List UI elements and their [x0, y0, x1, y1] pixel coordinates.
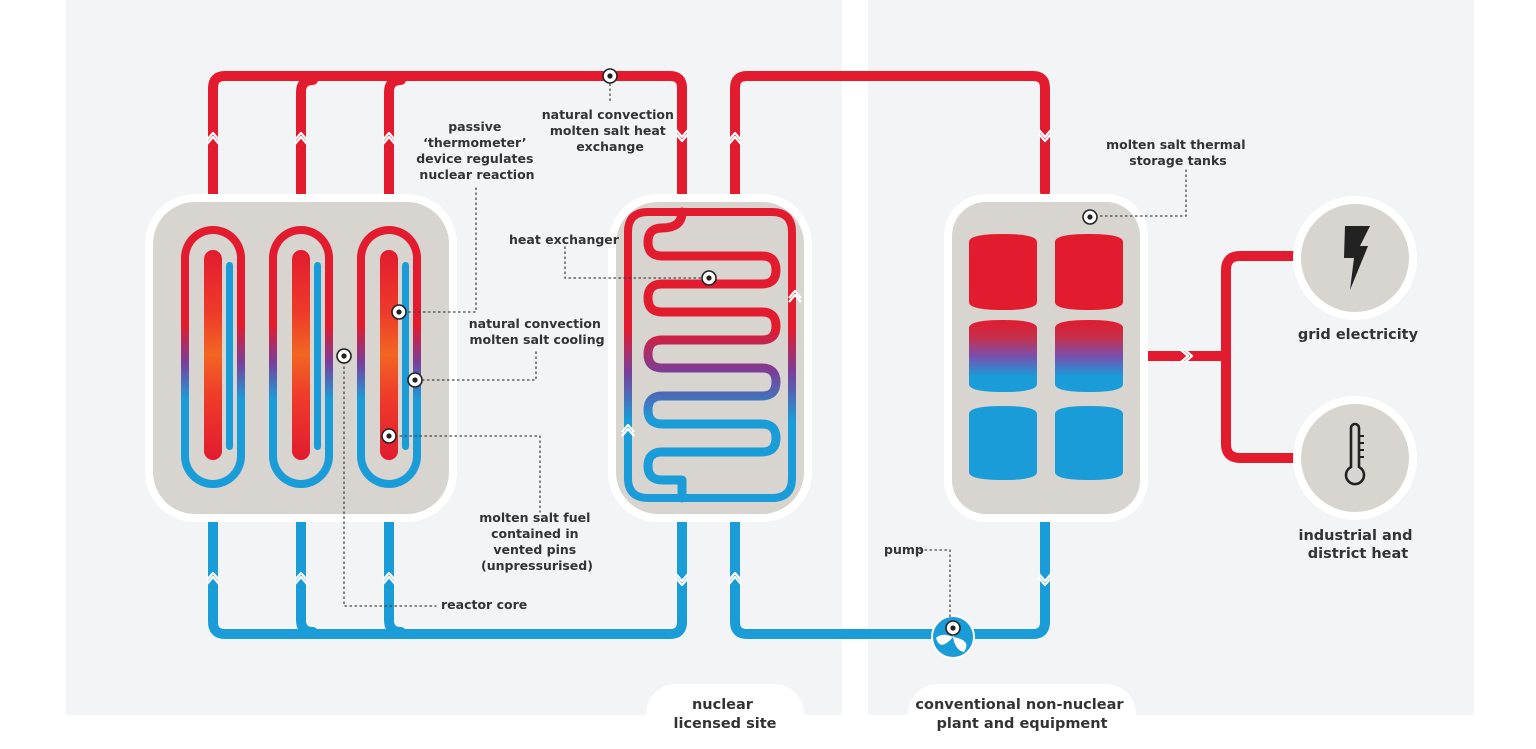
fuel-pin-2 — [269, 226, 333, 488]
conventional-pill — [908, 684, 1136, 744]
nuclear-site-label: nuclear licensed site — [674, 697, 777, 732]
fuel-pins-label: molten salt fuel contained in vented pin… — [479, 510, 595, 573]
nuclear-site-pill — [646, 684, 804, 744]
lightning-bolt-icon — [1344, 226, 1370, 290]
storage-tanks-label: molten salt thermal storage tanks — [1106, 137, 1250, 168]
passive-thermometer-label: passive ‘thermometer’ device regulates n… — [416, 119, 538, 182]
natural-convection-exchange-label: natural convection molten salt heat exch… — [542, 107, 678, 154]
thermometer-icon — [1344, 422, 1366, 486]
fuel-pin-1 — [181, 226, 245, 488]
industrial-heat-label: industrial and district heat — [1298, 528, 1417, 562]
target-markers — [336, 68, 1098, 636]
grid-electricity-label: grid electricity — [1298, 327, 1419, 343]
heat-exchanger-label: heat exchanger — [509, 232, 620, 247]
primary-cold-pipes — [208, 473, 1050, 639]
reactor-core-label: reactor core — [441, 597, 527, 612]
pump-label: pump — [884, 542, 924, 557]
flow-arrows — [206, 129, 1194, 587]
conventional-label: conventional non-nuclear plant and equip… — [915, 697, 1128, 732]
heat-exchanger-coil — [624, 207, 796, 503]
storage-tanks — [969, 234, 1123, 480]
fuel-pin-3 — [357, 226, 421, 488]
natural-convection-cooling-label: natural convection molten salt cooling — [469, 316, 605, 347]
primary-hot-pipes — [208, 71, 1050, 241]
leader-lines — [343, 83, 1187, 621]
